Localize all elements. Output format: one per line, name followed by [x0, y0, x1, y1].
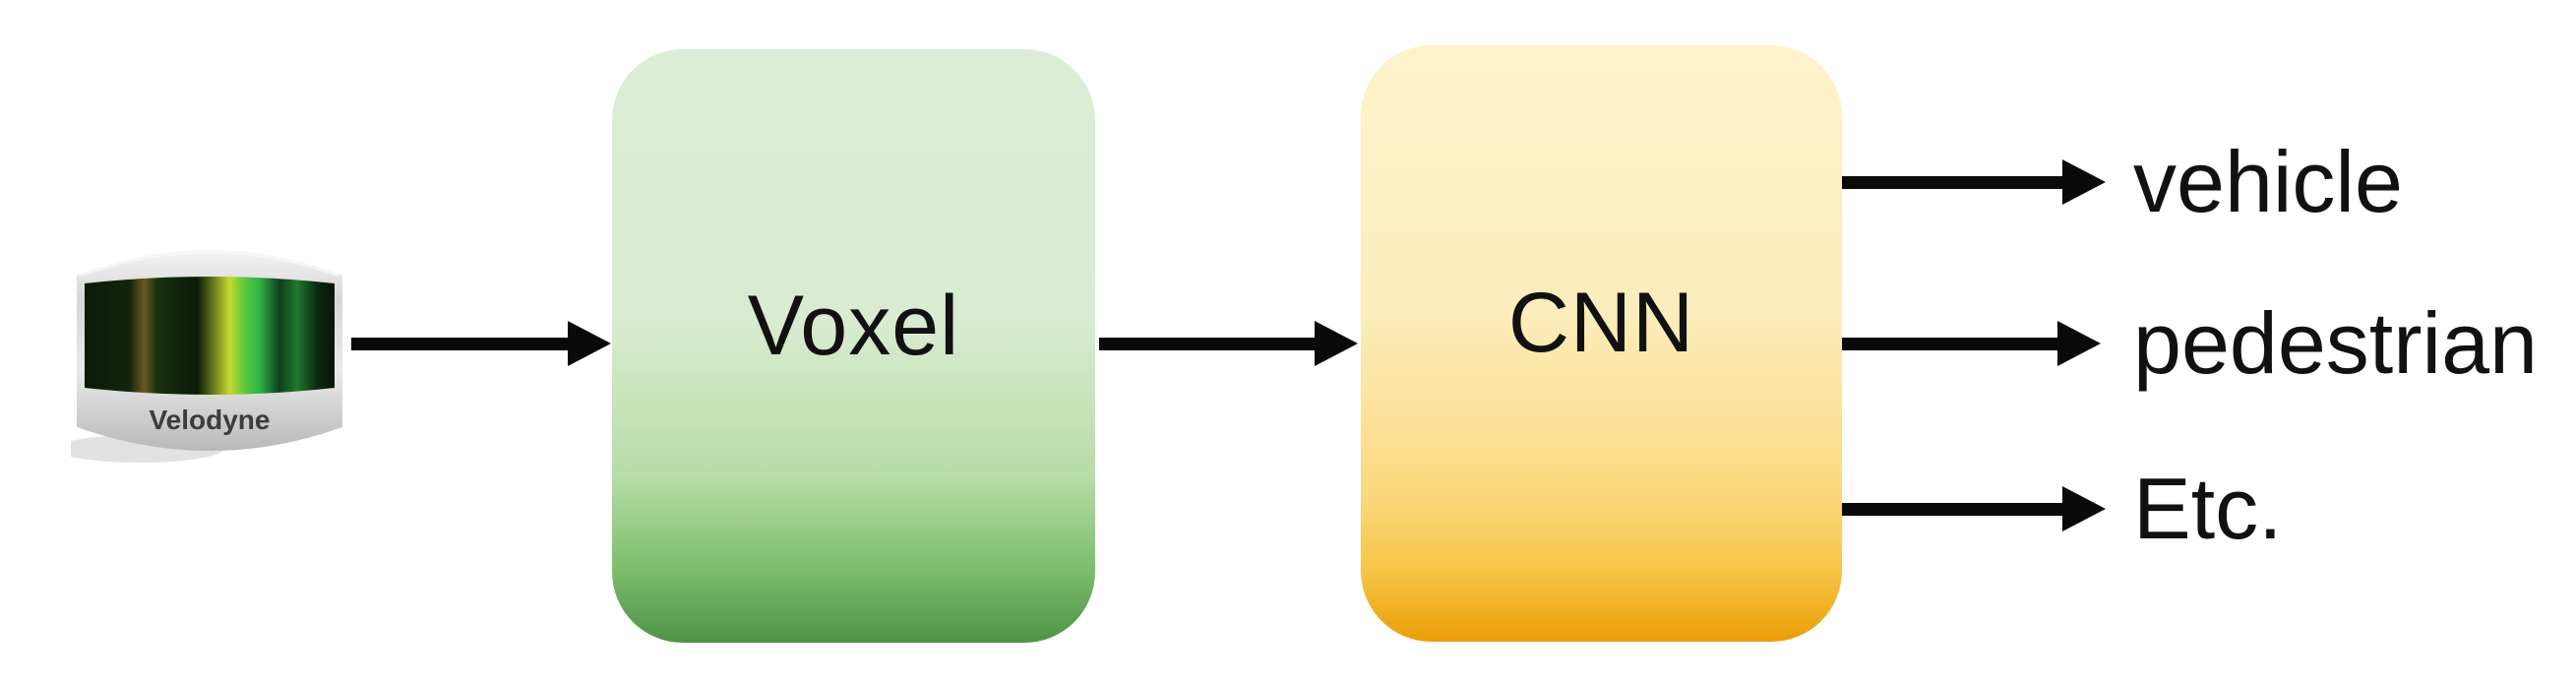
node-voxel: Voxel — [612, 49, 1095, 643]
flow-arrow-voxel-to-cnn — [1099, 321, 1358, 366]
output-label-pedestrian: pedestrian — [2133, 294, 2538, 392]
node-voxel-label: Voxel — [747, 278, 960, 373]
sensor-laser-band — [85, 277, 335, 395]
arrow-shaft — [351, 337, 568, 350]
velodyne-lidar-image: Velodyne — [71, 250, 342, 463]
node-cnn: CNN — [1361, 45, 1842, 642]
arrowhead-icon — [568, 321, 611, 366]
output-label-etc: Etc. — [2133, 460, 2283, 557]
velodyne-brand-label: Velodyne — [150, 405, 271, 435]
arrow-shaft — [1842, 175, 2062, 189]
sensor-top-rim-highlight — [80, 250, 339, 278]
arrowhead-icon — [2062, 486, 2106, 531]
arrowhead-icon — [1315, 321, 1358, 366]
output-label-vehicle: vehicle — [2133, 133, 2403, 230]
flow-arrow-cnn-to-pedestrian — [1842, 321, 2101, 366]
flow-arrow-cnn-to-etc — [1842, 486, 2106, 531]
arrow-shaft — [1842, 337, 2057, 350]
flow-arrow-sensor-to-voxel — [351, 321, 611, 366]
flow-arrow-cnn-to-vehicle — [1842, 159, 2106, 205]
arrow-shaft — [1842, 502, 2062, 516]
arrowhead-icon — [2062, 159, 2106, 205]
arrow-shaft — [1099, 337, 1315, 350]
arrowhead-icon — [2057, 321, 2101, 366]
node-cnn-label: CNN — [1507, 276, 1695, 370]
